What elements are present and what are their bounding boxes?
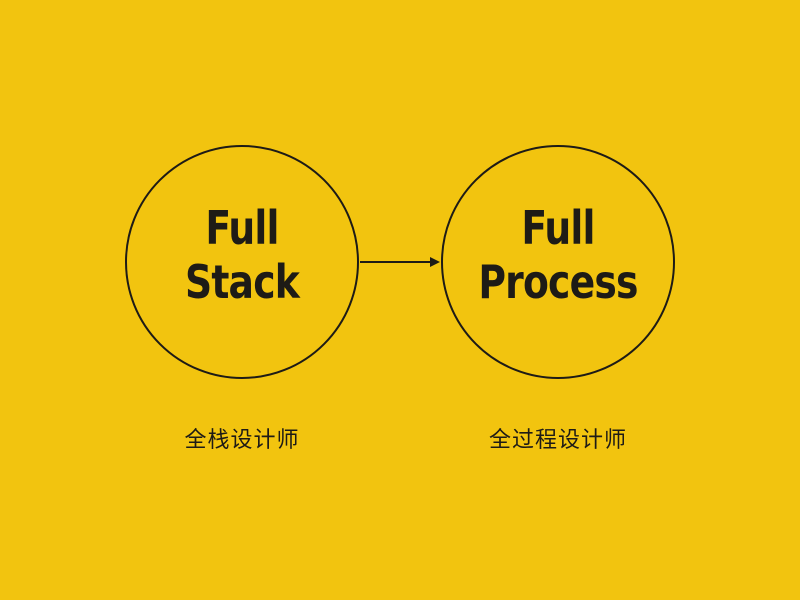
arrow-right-icon	[360, 257, 440, 267]
full-stack-title-line1: Full	[205, 201, 279, 255]
full-stack-circle	[125, 145, 359, 379]
full-process-title: Full Process	[476, 201, 640, 309]
full-process-title-line2: Process	[478, 255, 638, 309]
full-process-title-line1: Full	[521, 201, 595, 255]
full-process-circle	[441, 145, 675, 379]
full-process-caption: 全过程设计师	[488, 428, 627, 453]
full-stack-caption: 全栈设计师	[184, 428, 300, 453]
full-stack-title-line2: Stack	[184, 255, 300, 309]
full-stack-title: Full Stack	[160, 201, 324, 309]
